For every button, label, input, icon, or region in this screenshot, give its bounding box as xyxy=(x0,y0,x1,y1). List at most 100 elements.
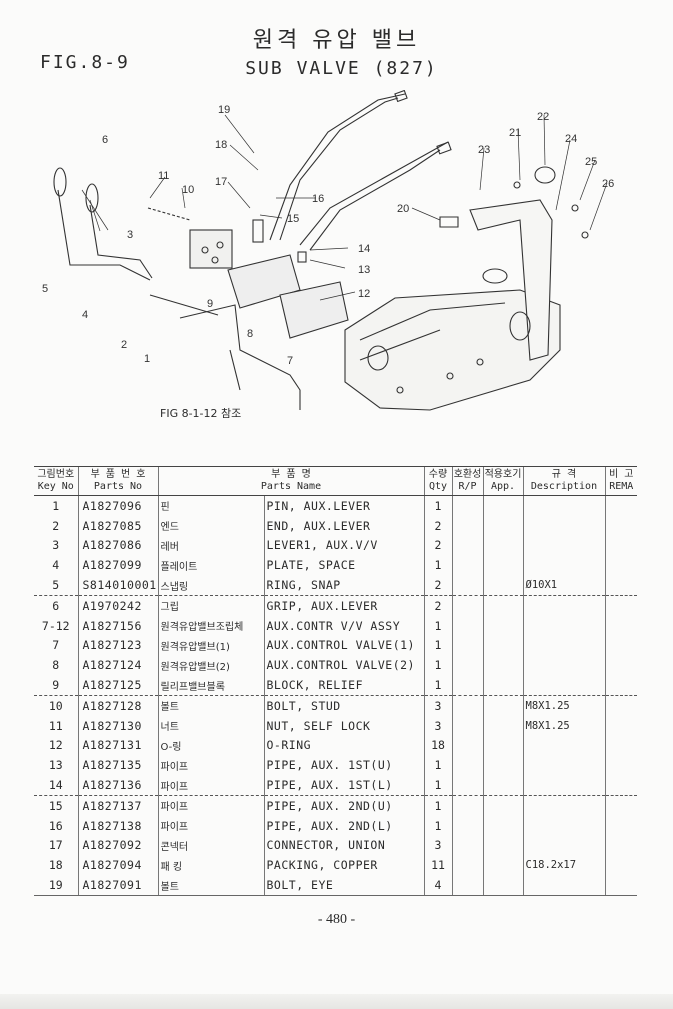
callout-10: 10 xyxy=(182,184,194,196)
description-cell xyxy=(522,795,605,816)
remarks-cell xyxy=(604,495,637,516)
exploded-parts-diagram: 1 2 3 4 5 6 7 8 9 10 11 12 13 14 15 16 1… xyxy=(42,90,614,411)
rp-cell xyxy=(451,755,483,776)
app-cell xyxy=(482,555,523,576)
qty-cell: 1 xyxy=(423,495,452,516)
key-no-cell: 3 xyxy=(52,538,60,553)
part-number-cell: A1827085 xyxy=(77,515,158,536)
key-no-cell: 13 xyxy=(48,758,63,773)
callout-23: 23 xyxy=(478,144,490,156)
remarks-cell xyxy=(604,655,637,676)
korean-name-cell: 그립 xyxy=(157,595,264,616)
part-name-cell: END, AUX.LEVER xyxy=(263,515,424,536)
rp-cell xyxy=(451,575,483,596)
korean-name-cell: 볼트 xyxy=(157,875,264,896)
remarks-cell xyxy=(604,855,637,876)
part-name-cell: LEVER1, AUX.V/V xyxy=(263,535,424,556)
part-name-cell: NUT, SELF LOCK xyxy=(263,715,424,736)
qty-cell: 1 xyxy=(423,775,452,796)
app-cell xyxy=(482,875,523,896)
qty-cell: 2 xyxy=(423,515,452,536)
korean-name-cell: 파이프 xyxy=(157,815,264,836)
qty-cell: 11 xyxy=(423,855,452,876)
app-cell xyxy=(482,855,523,876)
key-no-cell: 4 xyxy=(52,558,60,573)
callout-6: 6 xyxy=(102,134,108,146)
key-no-cell: 9 xyxy=(34,675,78,696)
part-number-cell: A1827124 xyxy=(77,655,158,676)
key-no-cell: 15 xyxy=(48,798,63,813)
korean-name-cell: 콘넥터 xyxy=(157,835,264,856)
rp-cell xyxy=(451,835,483,856)
rp-cell xyxy=(451,875,483,896)
rp-cell xyxy=(451,715,483,736)
rp-cell xyxy=(451,675,483,696)
callout-1: 1 xyxy=(144,353,150,365)
remarks-cell xyxy=(604,795,637,816)
page-title-english: SUB VALVE (827) xyxy=(245,58,438,79)
app-cell xyxy=(482,695,523,716)
part-name-cell: AUX.CONTROL VALVE(1) xyxy=(263,635,424,656)
rp-cell xyxy=(451,535,483,556)
callout-21: 21 xyxy=(509,127,521,139)
callout-2: 2 xyxy=(121,339,127,351)
description-cell: Ø10X1 xyxy=(522,575,605,596)
part-number-cell: A1827138 xyxy=(77,815,158,836)
korean-name-cell: 원격유압밸브조립체 xyxy=(157,615,264,636)
levers xyxy=(53,167,301,410)
qty-cell: 3 xyxy=(423,695,452,716)
part-name-cell: PIPE, AUX. 1ST(U) xyxy=(263,755,424,776)
qty-cell: 2 xyxy=(423,595,452,616)
part-name-cell: BOLT, STUD xyxy=(263,695,424,716)
remarks-cell xyxy=(604,755,637,776)
callout-25: 25 xyxy=(585,156,597,168)
description-cell: M8X1.25 xyxy=(522,695,605,716)
part-number-cell: A1827128 xyxy=(77,695,158,716)
app-cell xyxy=(482,495,523,516)
korean-name-cell: 원격유압밸브(1) xyxy=(157,635,264,656)
qty-cell: 2 xyxy=(423,535,452,556)
rp-cell xyxy=(451,655,483,676)
part-number-cell: A1827094 xyxy=(77,855,158,876)
description-cell xyxy=(522,655,605,676)
callout-9: 9 xyxy=(207,298,213,310)
rp-cell xyxy=(451,735,483,756)
description-cell xyxy=(522,535,605,556)
callout-7: 7 xyxy=(287,355,293,367)
key-no-cell: 19 xyxy=(34,875,78,896)
description-cell xyxy=(522,495,605,516)
part-number-cell: A1970242 xyxy=(77,595,158,616)
qty-cell: 1 xyxy=(423,815,452,836)
part-number-cell: A1827135 xyxy=(77,755,158,776)
app-cell xyxy=(482,835,523,856)
rp-cell xyxy=(451,555,483,576)
description-cell xyxy=(522,835,605,856)
korean-name-cell: 엔드 xyxy=(157,515,264,536)
rp-cell xyxy=(451,775,483,796)
app-cell xyxy=(482,795,523,816)
remarks-cell xyxy=(604,875,637,896)
part-number-cell: A1827125 xyxy=(77,675,158,696)
scan-edge xyxy=(0,994,673,1009)
part-number-cell: A1827091 xyxy=(77,875,158,896)
app-cell xyxy=(482,515,523,536)
callout-20: 20 xyxy=(397,203,409,215)
description-cell xyxy=(522,735,605,756)
korean-name-cell: 볼트 xyxy=(157,695,264,716)
leader-lines xyxy=(81,114,608,301)
part-name-cell: PIPE, AUX. 2ND(L) xyxy=(263,815,424,836)
app-cell xyxy=(482,535,523,556)
qty-cell: 1 xyxy=(423,555,452,576)
rp-cell xyxy=(451,595,483,616)
